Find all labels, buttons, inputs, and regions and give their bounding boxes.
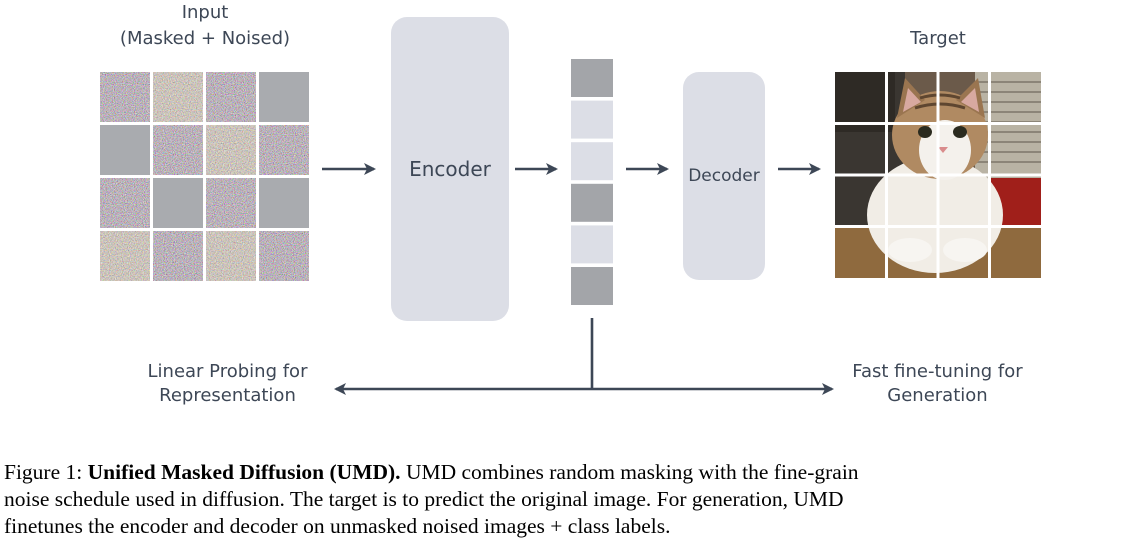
noised-tile	[259, 231, 309, 281]
noised-tile	[206, 178, 256, 228]
target-title: Target	[910, 28, 966, 49]
visible-token	[571, 225, 613, 264]
visible-token	[571, 100, 613, 139]
masked-tile	[259, 72, 309, 122]
caption-prefix: Figure 1:	[4, 460, 88, 484]
noised-tile	[206, 125, 256, 175]
caption-line-1: Figure 1: Unified Masked Diffusion (UMD)…	[4, 459, 1148, 486]
caption-line-2: noise schedule used in diffusion. The ta…	[4, 487, 844, 511]
latent-token-stack	[571, 59, 613, 305]
encoder-label: Encoder	[409, 157, 491, 181]
encoder-block: Encoder	[391, 17, 509, 321]
masked-tile	[259, 178, 309, 228]
masked-token	[571, 59, 613, 97]
noised-tile	[206, 72, 256, 122]
masked-token	[571, 267, 613, 305]
masked-token	[571, 183, 613, 222]
noised-tile	[206, 231, 256, 281]
caption-line-3: finetunes the encoder and decoder on unm…	[4, 514, 671, 538]
fine-tuning-label-line2: Generation	[887, 385, 988, 406]
noised-tile	[100, 178, 150, 228]
noised-tile	[153, 125, 203, 175]
caption-line1-rest: UMD combines random masking with the fin…	[400, 460, 859, 484]
decoder-label: Decoder	[688, 166, 760, 186]
linear-probing-label-line2: Representation	[159, 385, 296, 406]
noised-tile	[100, 231, 150, 281]
noised-tile	[259, 125, 309, 175]
linear-probing-label: Linear Probing for	[147, 361, 308, 382]
decoder-block: Decoder	[683, 72, 765, 280]
noised-tile	[100, 72, 150, 122]
figure-caption: Figure 1: Unified Masked Diffusion (UMD)…	[4, 459, 1148, 540]
fine-tuning-label: Fast fine-tuning for	[852, 361, 1023, 382]
target-image-grid	[835, 72, 1041, 278]
noised-tile	[153, 72, 203, 122]
masked-tile	[100, 125, 150, 175]
masked-tile	[153, 178, 203, 228]
noised-tile	[153, 231, 203, 281]
caption-title: Unified Masked Diffusion (UMD).	[87, 460, 401, 484]
input-image-grid	[100, 72, 309, 281]
input-title: Input	[181, 2, 229, 23]
visible-token	[571, 142, 613, 181]
input-subtitle: (Masked + Noised)	[119, 28, 291, 49]
